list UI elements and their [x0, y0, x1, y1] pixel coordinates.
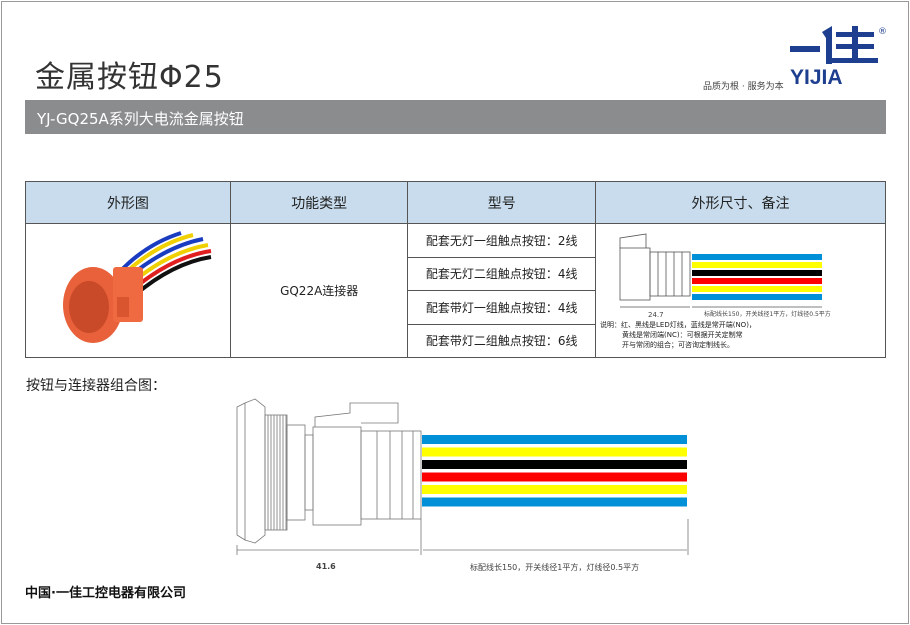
function-type: GQ22A连接器 [229, 223, 409, 358]
spec-table: 外形图 功能类型 型号 外形尺寸、备注 GQ22A连接器 配套无灯一组触点按钮：… [25, 181, 886, 358]
brand-logo: YIJIA ® [788, 24, 888, 90]
wire [422, 447, 687, 457]
wire [422, 435, 687, 444]
table-row: GQ22A连接器 配套无灯一组触点按钮：2线 24.7 标配线长150，开关线径… [25, 223, 886, 358]
logo-text-en: YIJIA [790, 66, 843, 86]
model-cell: 配套带灯二组触点按钮：6线 [407, 323, 596, 358]
col-header-function: 功能类型 [229, 181, 409, 224]
assembly-diagram [236, 398, 689, 555]
wire [422, 472, 687, 482]
model-cell: 配套无灯二组触点按钮：4线 [407, 256, 596, 291]
note-line: 说明：红、黑线是LED灯线，蓝线是常开端(NO)， [600, 321, 756, 329]
wire [692, 286, 822, 292]
table-row: 配套带灯二组触点按钮：6线 [26, 323, 886, 358]
dimension-caption-row: 24.7 标配线长150，开关线径1平方，灯线径0.5平方 [596, 310, 885, 320]
wire [692, 262, 822, 268]
page-title: 金属按钮Φ25 [35, 60, 224, 95]
series-banner: YJ-GQ25A系列大电流金属按钮 [25, 100, 886, 134]
wire [422, 460, 687, 469]
product-image [25, 223, 231, 358]
wire-note-small: 标配线长150，开关线径1平方，灯线径0.5平方 [704, 310, 831, 320]
company-name: 中国·一佳工控电器有限公司 [25, 586, 186, 601]
col-header-image: 外形图 [25, 181, 231, 224]
col-header-model: 型号 [407, 181, 596, 224]
wire [692, 270, 822, 276]
col-header-dimensions: 外形尺寸、备注 [595, 181, 886, 224]
note-line: 开与常闭的组合；可咨询定制线长。 [622, 341, 734, 349]
dimension-cell: 24.7 标配线长150，开关线径1平方，灯线径0.5平方 说明：红、黑线是LE… [595, 223, 886, 358]
model-cell: 配套无灯一组触点按钮：2线 [407, 223, 596, 258]
wire [692, 294, 822, 300]
notes: 说明：红、黑线是LED灯线，蓝线是常开端(NO)， 黄线是常闭端(NC)：可根据… [596, 320, 885, 350]
svg-text:®: ® [878, 27, 887, 37]
section-title: 按钮与连接器组合图： [26, 378, 166, 394]
model-cell: 配套带灯一组触点按钮：4线 [407, 290, 596, 325]
wire [422, 485, 687, 494]
dimension-small: 24.7 [648, 310, 664, 320]
table-row: 配套带灯一组触点按钮：4线 [26, 290, 886, 325]
wire-note: 标配线长150，开关线径1平方，灯线径0.5平方 [470, 563, 640, 572]
dimension-41-6: 41.6 [316, 562, 336, 571]
wire [422, 497, 687, 507]
slogan: 品质为根 · 服务为本 [703, 82, 784, 92]
wire [692, 278, 822, 284]
table-header-row: 外形图 功能类型 型号 外形尺寸、备注 [25, 181, 886, 224]
note-line: 黄线是常闭端(NC)：可根据开关定制常 [622, 331, 743, 339]
wire [692, 254, 822, 260]
